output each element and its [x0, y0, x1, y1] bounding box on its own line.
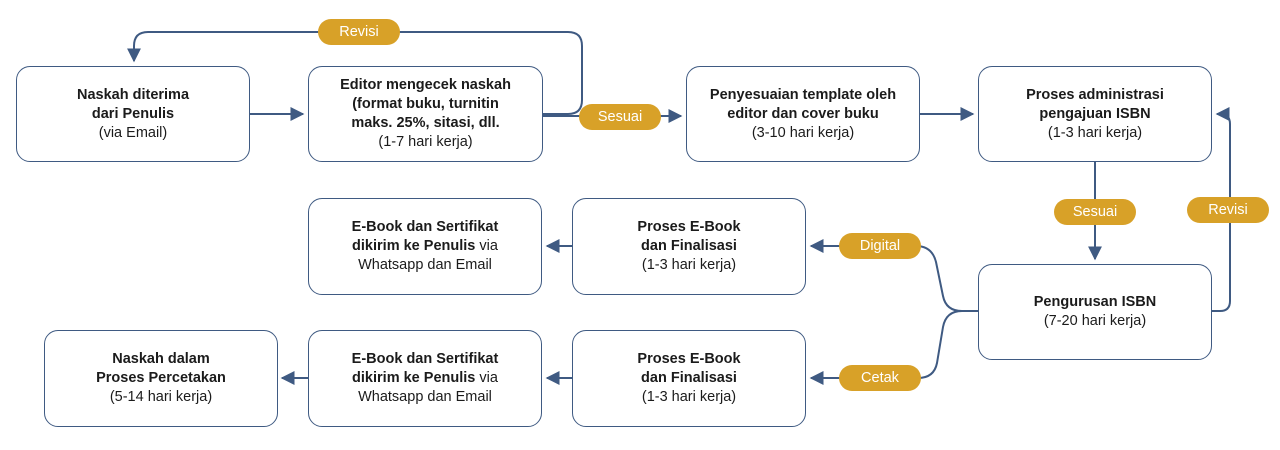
step-title-bold: dikirim ke Penulis — [352, 370, 476, 386]
label-sesuai-top: Sesuai — [579, 104, 661, 130]
step-title-normal: via — [475, 370, 498, 386]
step-title-line: dan Finalisasi — [641, 370, 737, 386]
step-title-line: Penyesuaian template oleh — [709, 86, 897, 103]
step-duration: (1-3 hari kerja) — [641, 257, 737, 273]
step-title-line-mixed: dikirim ke Penulis via — [352, 237, 498, 256]
step-proses-ebook-digital: Proses E-Book dan Finalisasi (1-3 hari k… — [572, 198, 806, 295]
arrow-b5-b8-cetak — [809, 310, 963, 385]
step-naskah-diterima: Naskah diterima dari Penulis (via Email) — [16, 66, 250, 162]
step-title-line: Proses E-Book — [637, 351, 741, 367]
step-title-line: (format buku, turnitin — [352, 96, 499, 112]
step-proses-percetakan: Naskah dalam Proses Percetakan (5-14 har… — [44, 330, 278, 427]
step-duration: (1-7 hari kerja) — [378, 134, 473, 150]
step-administrasi-isbn: Proses administrasi pengajuan ISBN (1-3 … — [978, 66, 1212, 162]
step-title-normal: via — [475, 238, 498, 254]
step-title-line: dari Penulis — [91, 105, 175, 122]
step-title-bold: dikirim ke Penulis — [352, 238, 476, 254]
step-title-line: Proses administrasi — [1026, 86, 1164, 103]
label-revisi-right: Revisi — [1187, 197, 1269, 223]
label-sesuai-mid: Sesuai — [1054, 199, 1136, 225]
step-duration: (5-14 hari kerja) — [109, 389, 213, 405]
label-revisi-top: Revisi — [318, 19, 400, 45]
arrow-b5-b6-digital — [809, 239, 978, 312]
step-title-line: pengajuan ISBN — [1039, 105, 1151, 122]
step-title-line: dan Finalisasi — [641, 238, 737, 254]
label-cetak: Cetak — [839, 365, 921, 391]
arrow-revisi-loop — [127, 31, 583, 115]
step-title-line: Pengurusan ISBN — [1033, 294, 1157, 310]
step-title-line: E-Book dan Sertifikat — [351, 351, 499, 367]
step-editor-mengecek: Editor mengecek naskah (format buku, tur… — [308, 66, 543, 162]
step-title-line: Naskah diterima — [76, 86, 190, 103]
step-title-line: maks. 25%, sitasi, dll. — [351, 115, 500, 131]
step-penyesuaian-template: Penyesuaian template oleh editor dan cov… — [686, 66, 920, 162]
step-title-line: Proses Percetakan — [96, 370, 226, 386]
step-note: (via Email) — [98, 124, 168, 141]
step-duration: (3-10 hari kerja) — [751, 124, 855, 141]
step-duration: (1-3 hari kerja) — [641, 389, 737, 405]
step-note: Whatsapp dan Email — [358, 257, 492, 273]
step-title-line: Editor mengecek naskah — [340, 77, 511, 93]
step-duration: (7-20 hari kerja) — [1043, 313, 1147, 329]
label-digital: Digital — [839, 233, 921, 259]
step-pengurusan-isbn: Pengurusan ISBN (7-20 hari kerja) — [978, 264, 1212, 360]
step-title-line: editor dan cover buku — [727, 105, 879, 122]
step-title-line: E-Book dan Sertifikat — [351, 219, 499, 235]
step-duration: (1-3 hari kerja) — [1047, 124, 1143, 141]
step-proses-ebook-cetak: Proses E-Book dan Finalisasi (1-3 hari k… — [572, 330, 806, 427]
step-title-line-mixed: dikirim ke Penulis via — [352, 369, 498, 388]
step-title-line: Naskah dalam — [112, 351, 210, 367]
step-ebook-dikirim-cetak: E-Book dan Sertifikat dikirim ke Penulis… — [308, 330, 542, 427]
step-ebook-dikirim-digital: E-Book dan Sertifikat dikirim ke Penulis… — [308, 198, 542, 295]
step-note: Whatsapp dan Email — [358, 389, 492, 405]
step-title-line: Proses E-Book — [637, 219, 741, 235]
